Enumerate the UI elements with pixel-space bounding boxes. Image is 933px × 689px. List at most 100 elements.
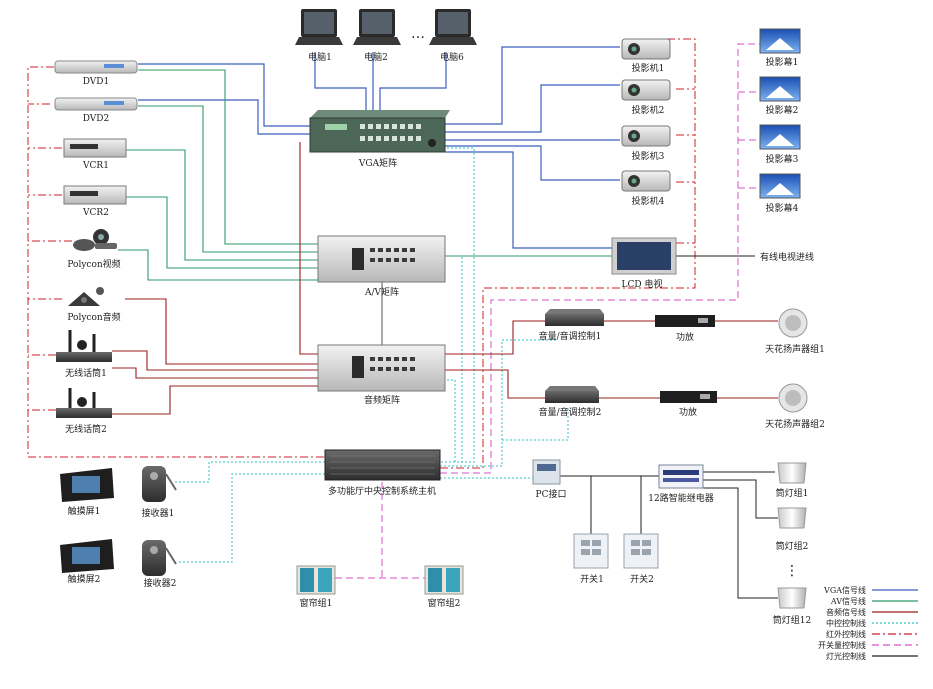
projector1-label: 投影机1: [632, 62, 665, 74]
lcd-tv-device: [611, 237, 677, 275]
wireless-mic1-label: 无线话筒1: [65, 367, 107, 379]
lamp-group2-label: 筒灯组2: [776, 540, 809, 552]
screen1-label: 投影幕1: [766, 56, 799, 68]
screen4-label: 投影幕4: [766, 202, 799, 214]
volume-control1-label: 音量/音调控制1: [539, 330, 602, 342]
ceiling-speaker2-device: [778, 383, 808, 413]
screen2-label: 投影幕2: [766, 104, 799, 116]
audio-matrix-label: 音频矩阵: [364, 394, 400, 406]
wireless-mic2-label: 无线话筒2: [65, 423, 107, 435]
volume-control1-device: [545, 309, 604, 326]
curtain-group2-label: 窗帘组2: [428, 597, 461, 609]
projector2-device: [621, 79, 671, 101]
receiver2-device: [142, 540, 177, 576]
av-matrix-label: A/V矩阵: [364, 286, 399, 298]
switch1-label: 开关1: [580, 573, 604, 585]
legend-label: 开关量控制线: [818, 640, 866, 650]
switch2-label: 开关2: [630, 573, 654, 585]
amplifier1-label: 功放: [676, 331, 694, 343]
receiver1-device: [142, 466, 177, 502]
central-host-label: 多功能厅中央控制系统主机: [328, 485, 436, 497]
central-control-lines: [175, 147, 569, 563]
projector2-label: 投影机2: [632, 104, 665, 116]
projector1-device: [621, 38, 671, 60]
lamp-ellipsis: ⋮: [785, 563, 799, 579]
pc-interface-label: PC接口: [536, 488, 567, 500]
vga-matrix-device: [309, 110, 450, 153]
cable-tv-label: 有线电视进线: [760, 251, 814, 263]
vcr1-device: [63, 138, 127, 158]
speaker-group1-label: 天花扬声器组1: [765, 343, 825, 355]
pc-ellipsis: …: [411, 26, 425, 42]
lamp-group2-device: [777, 507, 807, 529]
polycom-video-label: Polycon视频: [67, 258, 120, 270]
screen1-device: [759, 28, 801, 54]
dvd2-label: DVD2: [83, 114, 110, 124]
polycom-audio-label: Polycon音频: [67, 311, 120, 323]
amplifier2-label: 功放: [679, 406, 697, 418]
dvd2-device: [54, 97, 138, 111]
legend-label: AV信号线: [830, 596, 866, 606]
legend-label: 灯光控制线: [826, 651, 866, 661]
switch2-device: [623, 533, 659, 569]
infrared-control-lines: [27, 38, 696, 469]
av-signal-lines: [118, 69, 612, 281]
central-control-host-device: [324, 449, 441, 481]
screen3-device: [759, 124, 801, 150]
polycom-video-device: [73, 229, 117, 251]
legend-label: 中控控制线: [826, 618, 866, 628]
volume-control2-device: [545, 386, 599, 403]
pc-interface-device: [532, 459, 561, 485]
amplifier1-device: [655, 315, 715, 327]
projector4-label: 投影机4: [632, 195, 665, 207]
wireless-mic2-device: [56, 388, 112, 418]
screen2-device: [759, 76, 801, 102]
vcr2-device: [63, 185, 127, 205]
projector3-label: 投影机3: [632, 150, 665, 162]
screen3-label: 投影幕3: [766, 153, 799, 165]
dvd1-device: [54, 60, 138, 74]
lighting-control-lines: [560, 255, 778, 599]
projector3-device: [621, 125, 671, 147]
curtain-group2-device: [424, 565, 464, 595]
touch-panel2-device: [60, 539, 114, 573]
pc1-label: 电脑1: [308, 51, 332, 63]
wireless-mic1-device: [56, 330, 112, 362]
vcr2-label: VCR2: [82, 208, 109, 218]
pc6-label: 电脑6: [440, 51, 464, 63]
vga-signal-lines: [138, 46, 620, 249]
lamp-group12-device: [777, 587, 807, 609]
ceiling-speaker1-device: [778, 308, 808, 338]
receiver2-label: 接收器2: [144, 577, 177, 589]
relay-label: 12路智能继电器: [648, 492, 713, 504]
receiver1-label: 接收器1: [142, 507, 175, 519]
lcd-tv-label: LCD 电视: [622, 278, 663, 290]
lamp-group12-label: 筒灯组12: [773, 614, 811, 626]
vcr1-label: VCR1: [82, 161, 109, 171]
volume-control2-label: 音量/音调控制2: [539, 406, 602, 418]
switching-control-lines: [335, 43, 760, 579]
dvd1-label: DVD1: [83, 77, 110, 87]
touch-panel1-device: [60, 468, 114, 502]
audio-matrix-device: [317, 344, 446, 392]
curtain-group1-device: [296, 565, 336, 595]
polycom-audio-device: [68, 287, 104, 306]
laptop-pc1: [295, 9, 343, 45]
laptop-pc6: [429, 9, 477, 45]
touch-panel2-label: 触摸屏2: [68, 573, 101, 585]
projector4-device: [621, 170, 671, 192]
pc2-label: 电脑2: [364, 51, 388, 63]
audio-signal-lines: [112, 142, 778, 415]
amplifier2-device: [660, 391, 717, 403]
screen4-device: [759, 173, 801, 199]
av-matrix-device: [317, 235, 446, 283]
laptop-pc2: [353, 9, 401, 45]
legend-label: 音频信号线: [826, 607, 866, 617]
speaker-group2-label: 天花扬声器组2: [765, 418, 825, 430]
legend-label: 红外控制线: [826, 629, 866, 639]
relay-device: [658, 464, 704, 489]
switch1-device: [573, 533, 609, 569]
legend-label: VGA信号线: [823, 585, 866, 595]
